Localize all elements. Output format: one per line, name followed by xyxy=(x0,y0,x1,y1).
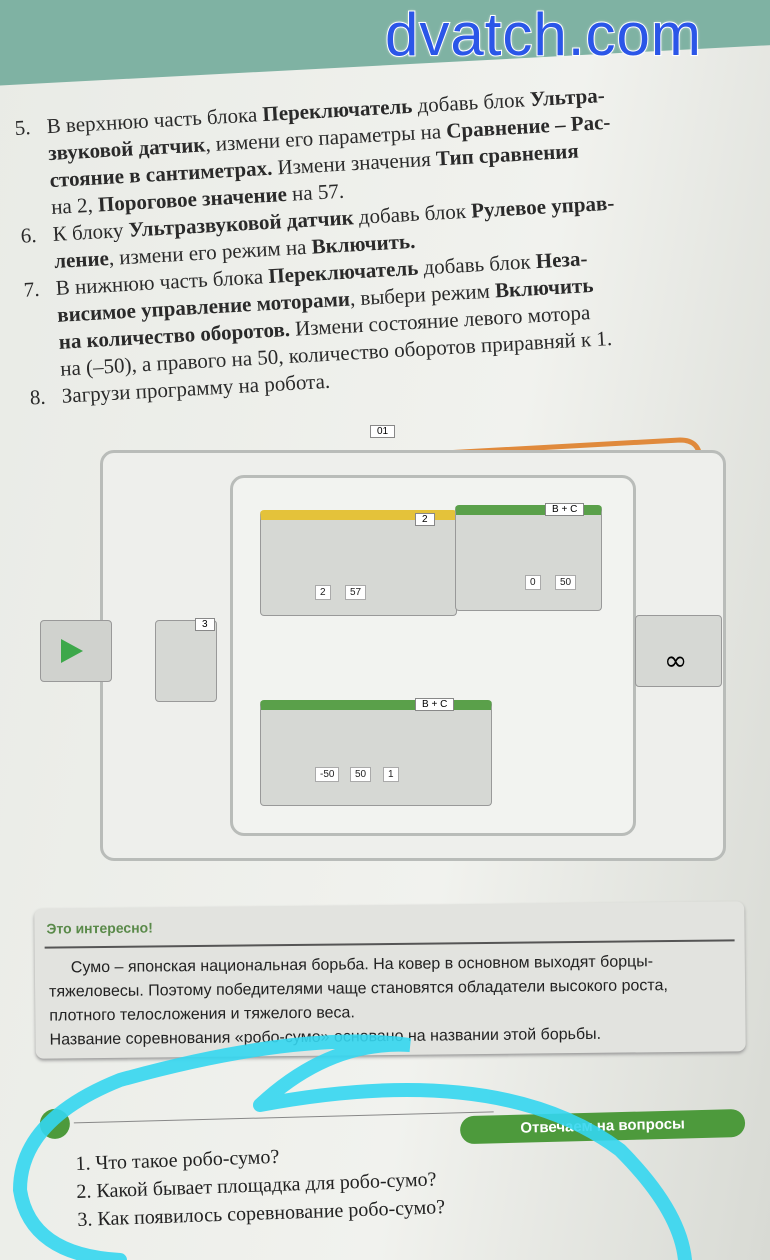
infinity-icon: ∞ xyxy=(664,644,688,677)
rotations-value[interactable]: 1 xyxy=(383,767,399,782)
loop-start-block[interactable] xyxy=(155,620,217,702)
loop-count: 3 xyxy=(195,618,215,631)
threshold-value[interactable]: 57 xyxy=(345,585,367,600)
start-block[interactable] xyxy=(40,620,112,682)
switch-label: 2 xyxy=(415,513,435,526)
play-icon xyxy=(61,639,83,663)
left-motor-value[interactable]: -50 xyxy=(315,767,340,782)
loop-label: 01 xyxy=(370,425,396,438)
watermark: dvatch.com xyxy=(384,0,702,69)
compare-type-value[interactable]: 2 xyxy=(315,585,331,600)
port-label-top: B + C xyxy=(545,503,585,516)
steering-value[interactable]: 0 xyxy=(525,575,541,590)
power-value[interactable]: 50 xyxy=(555,575,577,590)
right-motor-value[interactable]: 50 xyxy=(350,767,372,782)
port-label-bottom: B + C xyxy=(415,698,455,711)
tank-block[interactable] xyxy=(260,700,492,806)
program-diagram: 01 2 2 57 B + C 0 50 3 B + C -50 50 1 ∞ xyxy=(40,425,740,865)
loop-end-block[interactable]: ∞ xyxy=(635,615,722,687)
steering-block[interactable] xyxy=(455,505,602,611)
